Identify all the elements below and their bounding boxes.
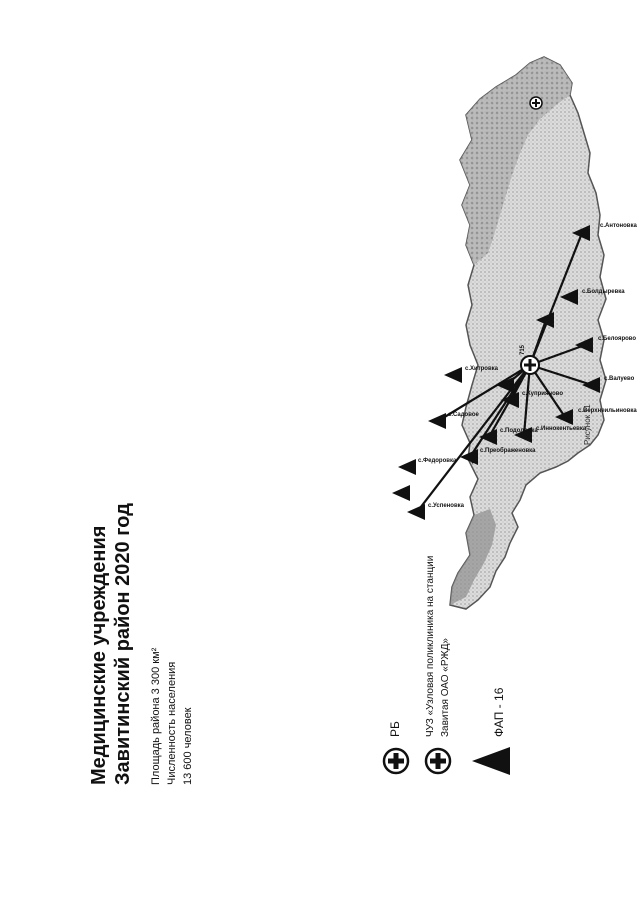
village-label: с.Федоровка (418, 458, 457, 464)
legend-chuz-label-line-1: ЧУЗ «Узловая поликлиника на станции (425, 555, 436, 737)
village-label: с.Белоярово (598, 336, 636, 342)
village-label: с.Верхнеильиновка (578, 408, 637, 414)
fap-marker (496, 377, 514, 393)
cross-circle-icon (382, 747, 410, 775)
fap-marker (536, 312, 554, 328)
fap-marker (428, 413, 446, 429)
population-value: 13 600 человек (182, 707, 194, 786)
legend-icons (382, 747, 510, 775)
village-label: с.Хитровка (465, 366, 499, 372)
forest-region (460, 57, 572, 265)
page-number: 152 (470, 451, 480, 466)
chuz-station-marker (529, 96, 543, 110)
fap-marker (398, 459, 416, 475)
fap-markers (392, 225, 600, 520)
population-label: Численность населения (166, 661, 178, 785)
village-label: с.Иннокентьевка (536, 426, 587, 432)
page-title-line-1: Медицинские учреждения (88, 525, 110, 785)
village-label: с.Валуево (604, 376, 635, 382)
center-number: 715 (520, 344, 526, 355)
village-label: с.Успеновка (428, 503, 465, 509)
connection-lines (416, 232, 593, 513)
fap-marker (407, 504, 425, 520)
village-label: с.Преображеновка (480, 447, 536, 454)
river-band (450, 509, 496, 605)
village-label: с.Болдыревка (582, 289, 625, 295)
fap-marker (460, 449, 478, 465)
village-label: с.Антоновка (600, 223, 637, 229)
fap-marker (514, 427, 532, 443)
district-area: Площадь района 3 300 км² (150, 647, 162, 785)
fap-marker (560, 289, 578, 305)
fap-marker (444, 367, 462, 383)
fap-marker (582, 377, 600, 393)
cross-circle-icon (424, 747, 452, 775)
village-label: с.Подоловка (500, 428, 538, 434)
fap-marker (501, 392, 519, 408)
village-labels: с.Антоновка с.Болдыревка с.Белоярово с.В… (418, 223, 637, 509)
fap-marker (572, 225, 590, 241)
fap-marker (575, 337, 593, 353)
fap-marker (555, 409, 573, 425)
rb-center-marker (520, 355, 540, 375)
village-label: с.Садовое (448, 412, 479, 418)
figure-caption: Рисунок 11 (583, 404, 592, 445)
legend-chuz-label-line-2: Завитая ОАО «РЖД» (440, 638, 451, 737)
fap-marker (479, 429, 497, 445)
triangle-icon (472, 747, 510, 775)
village-label: с.Куприяново (522, 391, 563, 397)
legend-fap-label: ФАП - 16 (492, 687, 506, 737)
page-title-line-2: Завитинский район 2020 год (112, 503, 134, 785)
fap-marker (392, 485, 410, 501)
legend-rb-label: РБ (388, 721, 402, 737)
